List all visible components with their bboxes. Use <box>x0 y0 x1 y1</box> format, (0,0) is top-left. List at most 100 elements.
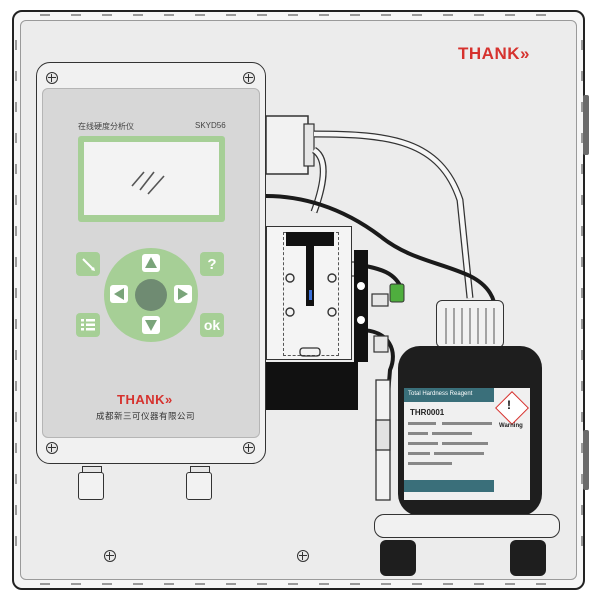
edge-tick <box>443 14 453 16</box>
edge-tick <box>581 505 583 515</box>
cable-gland <box>186 472 212 500</box>
edit-key[interactable] <box>76 252 100 276</box>
label-header <box>404 388 494 402</box>
pen-icon <box>82 258 95 271</box>
edge-tick <box>257 583 267 585</box>
hinge-top <box>583 95 589 155</box>
edge-tick <box>319 14 329 16</box>
edge-tick <box>581 412 583 422</box>
edge-tick <box>15 412 17 422</box>
edge-tick <box>195 14 205 16</box>
edge-tick <box>71 14 81 16</box>
edge-tick <box>474 583 484 585</box>
edge-tick <box>581 226 583 236</box>
down-key[interactable] <box>142 316 160 334</box>
edge-tick <box>581 102 583 112</box>
edge-tick <box>15 195 17 205</box>
edge-tick <box>536 14 546 16</box>
triangle-down-icon <box>145 320 157 331</box>
edge-tick <box>288 14 298 16</box>
tray-foot <box>510 540 546 576</box>
up-key[interactable] <box>142 254 160 272</box>
edge-tick <box>581 381 583 391</box>
model-name: 在线硬度分析仪 <box>78 122 134 131</box>
edge-tick <box>102 583 112 585</box>
controller-screw <box>46 72 58 84</box>
edge-tick <box>15 133 17 143</box>
edge-tick <box>71 583 81 585</box>
edge-tick <box>581 536 583 546</box>
edge-tick <box>412 14 422 16</box>
edge-tick <box>133 583 143 585</box>
edge-tick <box>319 583 329 585</box>
bottle-tray <box>374 514 560 538</box>
edge-tick <box>536 583 546 585</box>
edge-tick <box>15 474 17 484</box>
edge-tick <box>581 257 583 267</box>
hinge-bottom <box>583 430 589 490</box>
label-title: Total Hardness Reagent <box>408 391 473 397</box>
model-code: SKYD56 <box>195 121 226 130</box>
edge-tick <box>505 14 515 16</box>
controller-brand-logo: THANK» <box>117 392 173 407</box>
company-name: 成都新三可仪器有限公司 <box>96 411 196 421</box>
edge-tick <box>581 474 583 484</box>
triangle-right-icon <box>178 288 188 300</box>
edge-tick <box>581 71 583 81</box>
label-footer <box>404 480 494 492</box>
edge-tick <box>350 14 360 16</box>
list-icon <box>81 319 95 331</box>
edge-tick <box>164 14 174 16</box>
edge-tick <box>581 133 583 143</box>
label-code: THR0001 <box>410 408 445 417</box>
tray-foot <box>380 540 416 576</box>
edge-tick <box>288 583 298 585</box>
edge-tick <box>412 583 422 585</box>
edge-tick <box>581 350 583 360</box>
edge-tick <box>381 14 391 16</box>
edge-tick <box>350 583 360 585</box>
cap-ribs <box>445 308 495 344</box>
edge-tick <box>474 14 484 16</box>
edge-tick <box>15 40 17 50</box>
left-key[interactable] <box>110 285 128 303</box>
edge-tick <box>15 505 17 515</box>
edge-tick <box>15 381 17 391</box>
center-key[interactable] <box>135 279 167 311</box>
edge-tick <box>40 14 50 16</box>
brand-logo: THANK» <box>458 44 530 63</box>
edge-tick <box>15 288 17 298</box>
edge-tick <box>15 536 17 546</box>
edge-tick <box>443 583 453 585</box>
pump-motor <box>266 362 358 410</box>
right-key[interactable] <box>174 285 192 303</box>
edge-tick <box>581 40 583 50</box>
edge-tick <box>15 257 17 267</box>
edge-tick <box>15 102 17 112</box>
edge-tick <box>581 443 583 453</box>
help-key[interactable]: ? <box>200 252 224 276</box>
edge-tick <box>581 319 583 329</box>
edge-tick <box>581 195 583 205</box>
cable-gland <box>78 472 104 500</box>
edge-tick <box>15 164 17 174</box>
edge-tick <box>15 443 17 453</box>
pump-details <box>285 232 337 357</box>
edge-tick <box>15 350 17 360</box>
edge-tick <box>581 164 583 174</box>
edge-tick <box>164 583 174 585</box>
menu-key[interactable] <box>76 313 100 337</box>
edge-tick <box>257 14 267 16</box>
edge-tick <box>15 226 17 236</box>
ok-key[interactable]: ok <box>200 313 224 337</box>
edge-tick <box>15 319 17 329</box>
lcd-screen <box>84 142 219 215</box>
triangle-left-icon <box>114 288 124 300</box>
cabinet-screw <box>104 550 116 562</box>
controller-screw <box>243 72 255 84</box>
triangle-up-icon <box>145 257 157 268</box>
edge-tick <box>40 583 50 585</box>
edge-tick <box>581 288 583 298</box>
cabinet-screw <box>297 550 309 562</box>
